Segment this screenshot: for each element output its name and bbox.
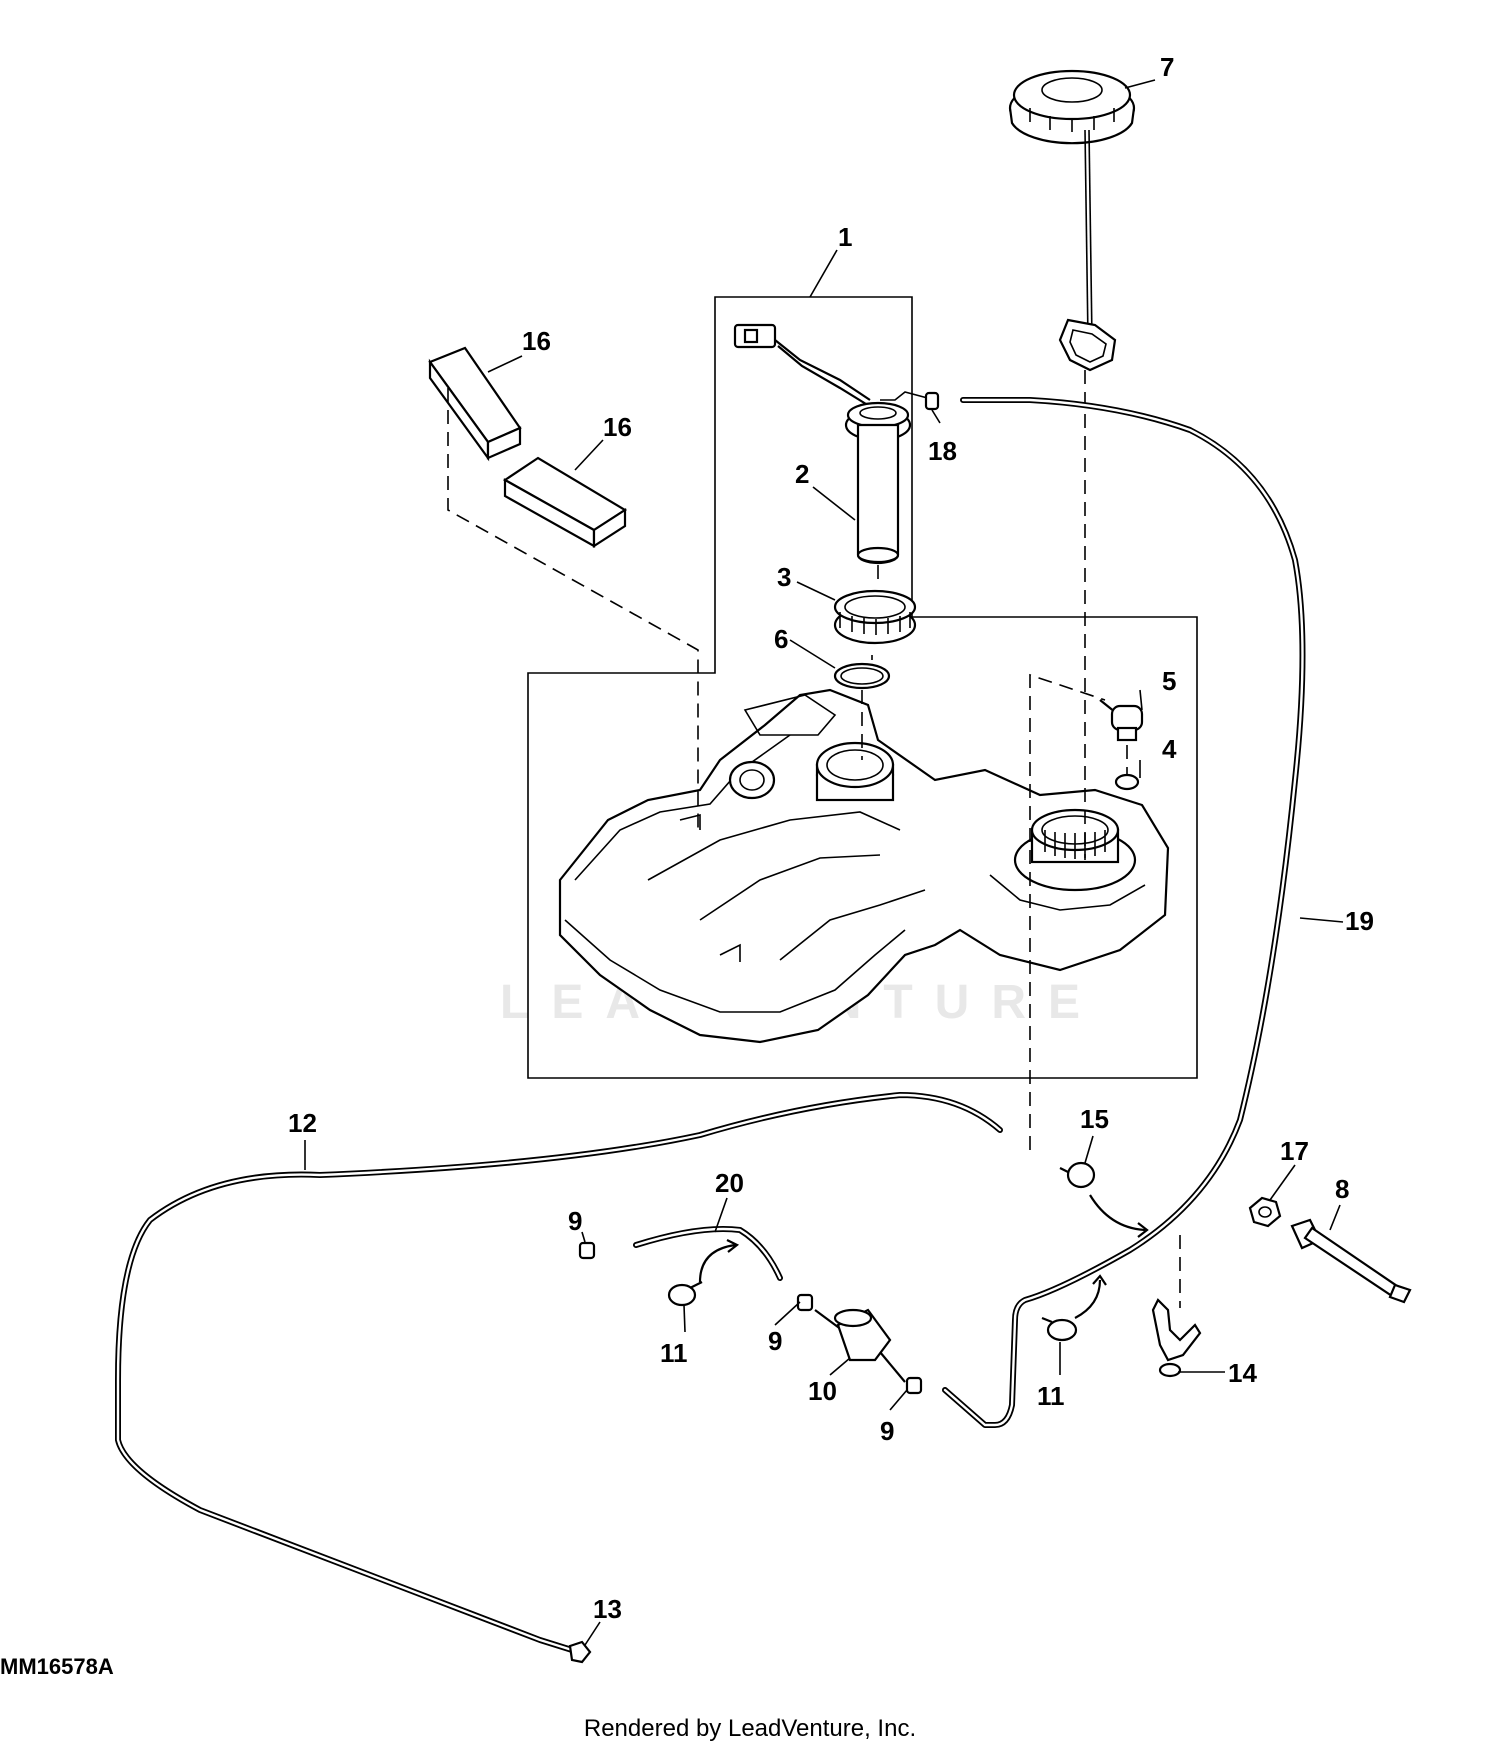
callout-11a: 11: [660, 1338, 688, 1368]
callout-19: 19: [1345, 906, 1374, 936]
credit-line: Rendered by LeadVenture, Inc.: [583, 1715, 917, 1742]
line-clamp-15: [1059, 1161, 1096, 1189]
callout-2: 2: [795, 459, 809, 489]
hose-clamp-11a: [667, 1281, 703, 1307]
hose-clamp-11b: [1041, 1316, 1078, 1342]
callout-1: 1: [838, 222, 852, 252]
callout-9c: 9: [880, 1416, 894, 1446]
foam-pad-1: [428, 346, 522, 462]
callout-8: 8: [1335, 1174, 1349, 1204]
vent-filter: [568, 1640, 592, 1664]
callout-16a: 16: [522, 326, 551, 356]
vent-line-12: [115, 1092, 1003, 1653]
callout-14: 14: [1228, 1358, 1257, 1388]
bolt: [1290, 1218, 1412, 1304]
callout-15: 15: [1080, 1104, 1109, 1134]
callout-11b: 11: [1037, 1381, 1065, 1411]
arrow-clamp-11a: [698, 1243, 736, 1283]
callout-20: 20: [715, 1168, 744, 1198]
callout-3: 3: [777, 562, 791, 592]
lock-ring: [833, 589, 917, 645]
arrow-clamp-11b: [1074, 1279, 1102, 1319]
foam-pad-2: [502, 456, 628, 549]
leader-pad-to-tank: [447, 388, 699, 830]
callout-10: 10: [808, 1376, 837, 1406]
callout-12: 12: [288, 1108, 317, 1138]
clamp-9c: [905, 1376, 923, 1395]
callout-9a: 9: [568, 1206, 582, 1236]
vent-valve: [1099, 699, 1144, 742]
arrow-clamp-15: [1089, 1194, 1146, 1232]
callout-5: 5: [1162, 666, 1176, 696]
fuel-filter: [814, 1308, 906, 1383]
grommet: [1114, 773, 1140, 791]
diagram-id: MM16578A: [0, 1654, 114, 1679]
callout-18: 18: [928, 436, 957, 466]
callout-13: 13: [593, 1594, 622, 1624]
clamp-9a: [578, 1241, 596, 1260]
callout-4: 4: [1162, 734, 1177, 764]
fuel-cap: [1008, 69, 1136, 372]
nut: [1248, 1196, 1282, 1228]
fuel-tank: [558, 688, 1170, 1044]
clamp-9b: [796, 1293, 814, 1312]
fuel-hose-20: [633, 1226, 783, 1281]
leader-vent-line: [1029, 673, 1106, 1150]
fuel-line-19: [942, 397, 1306, 1428]
leader-lines: [304, 79, 1344, 1646]
callout-6: 6: [774, 624, 788, 654]
assembly-box: [527, 296, 1198, 1079]
callout-7: 7: [1160, 52, 1174, 82]
line-clip-14: [1151, 1298, 1202, 1378]
connector: [924, 391, 940, 411]
callout-17: 17: [1280, 1136, 1309, 1166]
callout-16b: 16: [603, 412, 632, 442]
fuel-sender-unit: [733, 323, 936, 565]
callout-9b: 9: [768, 1326, 782, 1356]
